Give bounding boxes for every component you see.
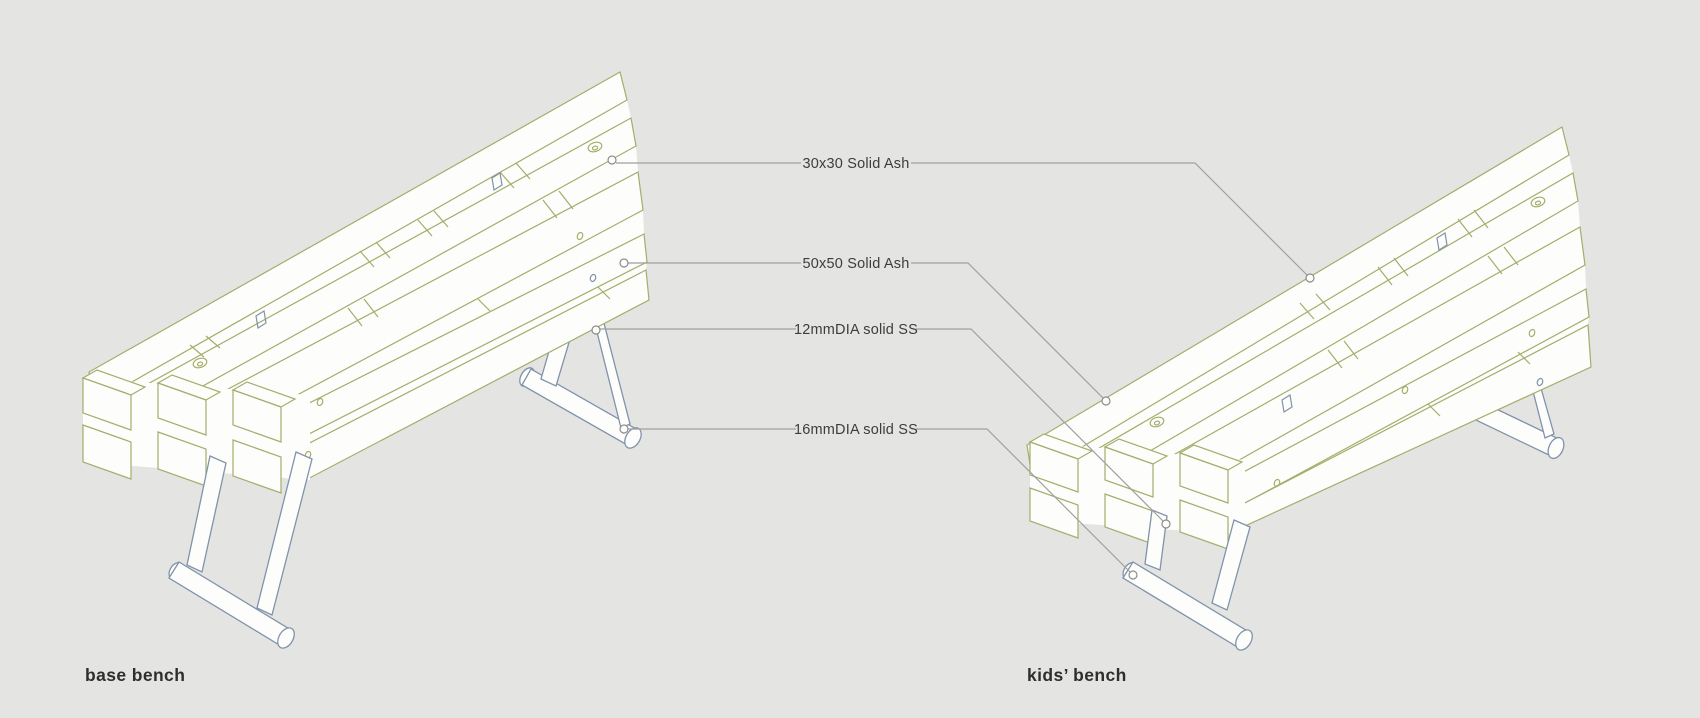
countersunk-screw	[196, 361, 204, 367]
base-bench-drawing	[81, 71, 650, 649]
beam-end-face	[232, 439, 282, 494]
leader-endpoint-dot	[1101, 396, 1111, 406]
countersunk-screw	[591, 145, 599, 151]
beam-end-face	[232, 389, 282, 443]
leader-endpoint-dot	[1161, 519, 1171, 529]
leader-endpoint-dot	[619, 258, 629, 268]
leg-foot-cap	[277, 627, 295, 649]
beam-end-face	[1179, 452, 1229, 504]
leader-endpoint-dot	[619, 424, 629, 434]
callout-label-16mm: 16mmDIA solid SS	[794, 422, 918, 438]
fastener-details	[192, 141, 603, 460]
beam-end-face	[1104, 446, 1154, 498]
leg-foot-cap	[1547, 436, 1565, 460]
kids-bench-drawing	[1026, 126, 1592, 651]
clip-detail	[1436, 232, 1448, 251]
base-bench-title: base bench	[85, 665, 185, 685]
countersunk-screw	[1530, 196, 1546, 208]
countersunk-screw	[587, 141, 603, 153]
clip-detail	[1281, 394, 1293, 413]
leader-line-12mm-right	[916, 328, 1167, 525]
slat-braces	[1299, 209, 1531, 417]
bolt-hole	[576, 231, 584, 241]
leader-line-50x50-right	[911, 262, 1107, 402]
callout-leaders	[591, 155, 1315, 580]
countersunk-screw	[1534, 200, 1542, 206]
bolt-hole	[589, 273, 597, 283]
leg-rear-tube	[256, 451, 313, 616]
bolt-hole	[1536, 377, 1544, 387]
bolt-hole	[1528, 328, 1536, 338]
leg-front-tube	[1144, 509, 1168, 571]
leg-foot-cap	[1235, 629, 1253, 651]
callout-label-12mm: 12mmDIA solid SS	[794, 322, 918, 338]
countersunk-screw	[1149, 416, 1165, 428]
leader-endpoint-dot	[1128, 570, 1138, 580]
beam-end-face	[82, 377, 132, 431]
leg-front-tube	[186, 455, 227, 573]
leader-endpoint-dot	[607, 155, 617, 165]
leg-rear-tube	[1211, 519, 1251, 611]
beam-end-face	[1029, 487, 1079, 539]
bolt-hole	[1273, 478, 1281, 488]
callout-label-50x50: 50x50 Solid Ash	[803, 256, 910, 272]
base-bench-left-leg	[168, 451, 313, 649]
bolt-hole	[316, 397, 324, 407]
leader-line-30x30-right	[911, 162, 1311, 279]
fastener-details	[1149, 196, 1546, 488]
beam-end-face	[1029, 441, 1079, 493]
countersunk-screw	[1153, 420, 1161, 426]
countersunk-screw	[192, 357, 208, 369]
beam-end-face	[157, 382, 207, 436]
leader-endpoint-dot	[591, 325, 601, 335]
bolt-hole	[1401, 385, 1409, 395]
leader-endpoint-dot	[1305, 273, 1315, 283]
slat-braces	[189, 162, 611, 358]
clip-detail	[255, 310, 267, 329]
kids-bench-left-leg	[1122, 509, 1253, 651]
clip-detail	[491, 172, 503, 191]
kids-bench-title: kids’ bench	[1027, 665, 1127, 685]
beam-end-face	[82, 424, 132, 480]
leader-line-16mm-right	[916, 428, 1134, 576]
callout-label-30x30: 30x30 Solid Ash	[803, 156, 910, 172]
